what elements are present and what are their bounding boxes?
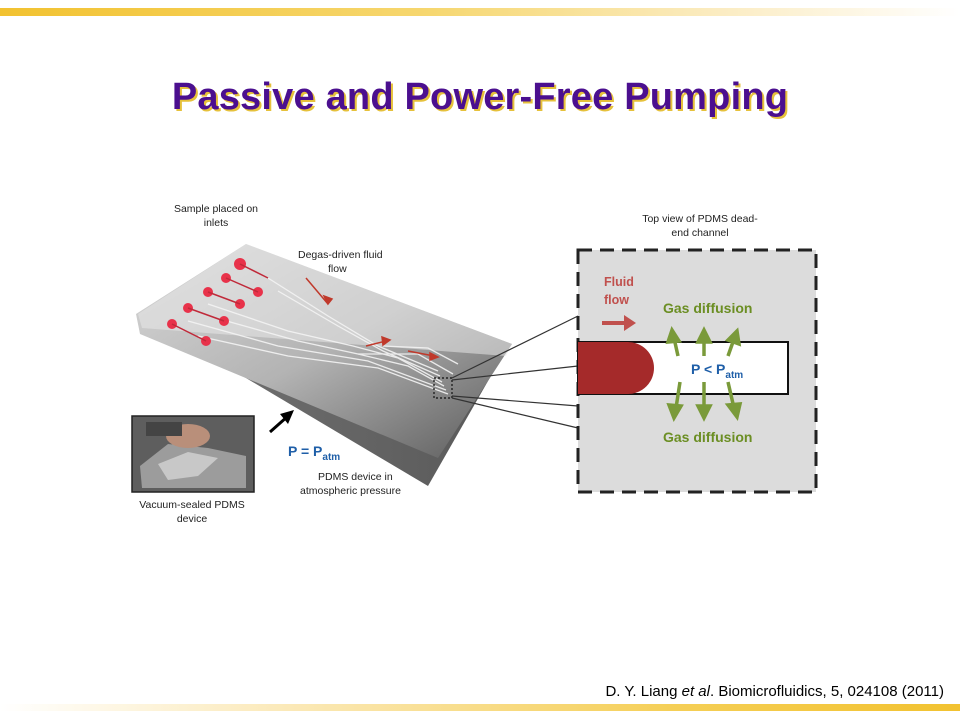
fluid-flow-label-line1: Fluid (604, 275, 634, 289)
fluid-front (578, 342, 654, 394)
top-view-panel (576, 248, 818, 494)
fluid-flow-label-line2: flow (604, 293, 629, 307)
sample-label-line2: inlets (204, 217, 229, 229)
slide-title: Passive and Power-Free Pumping (171, 76, 789, 118)
pressure-equal-label: P = Patm (288, 443, 340, 463)
pdms-figure: Sample placed on inlets Degas-driven flu… (128, 196, 828, 536)
pointer-arrow-icon (269, 410, 294, 434)
inspection-box (433, 377, 453, 399)
fluid-flow-arrow-icon (602, 315, 636, 331)
bottom-accent-bar (0, 704, 960, 711)
pdms-chip-photo (136, 244, 512, 486)
gas-diffusion-arrows-up-icon (665, 325, 742, 357)
pdms-label-line1: PDMS device in (318, 471, 393, 483)
gas-diffusion-arrows-down-icon (666, 381, 743, 423)
pressure-less-label: P < Patm (691, 361, 743, 381)
inlet-dots (167, 258, 263, 346)
citation-journal: . Biomicrofluidics, 5, 024108 (2011) (709, 683, 944, 700)
vacuum-label-line2: device (177, 513, 208, 525)
pdms-label-line2: atmospheric pressure (300, 485, 401, 497)
top-accent-bar (0, 8, 960, 16)
gas-diffusion-top-label: Gas diffusion (663, 300, 752, 316)
citation: D. Y. Liang et al. Biomicrofluidics, 5, … (605, 683, 944, 700)
topview-label-line1: Top view of PDMS dead- (642, 213, 758, 225)
gas-diffusion-bottom-label: Gas diffusion (663, 429, 752, 445)
vacuum-device-photo (131, 415, 255, 493)
citation-authors: D. Y. Liang (605, 683, 682, 700)
vacuum-label-line1: Vacuum-sealed PDMS (139, 499, 244, 511)
zoom-lines (451, 315, 579, 429)
citation-etal: et al (681, 683, 710, 700)
topview-label-line2: end channel (671, 227, 728, 239)
degas-label-line2: flow (328, 263, 347, 275)
sample-label-line1: Sample placed on (174, 203, 258, 215)
degas-label-line1: Degas-driven fluid (298, 249, 383, 261)
